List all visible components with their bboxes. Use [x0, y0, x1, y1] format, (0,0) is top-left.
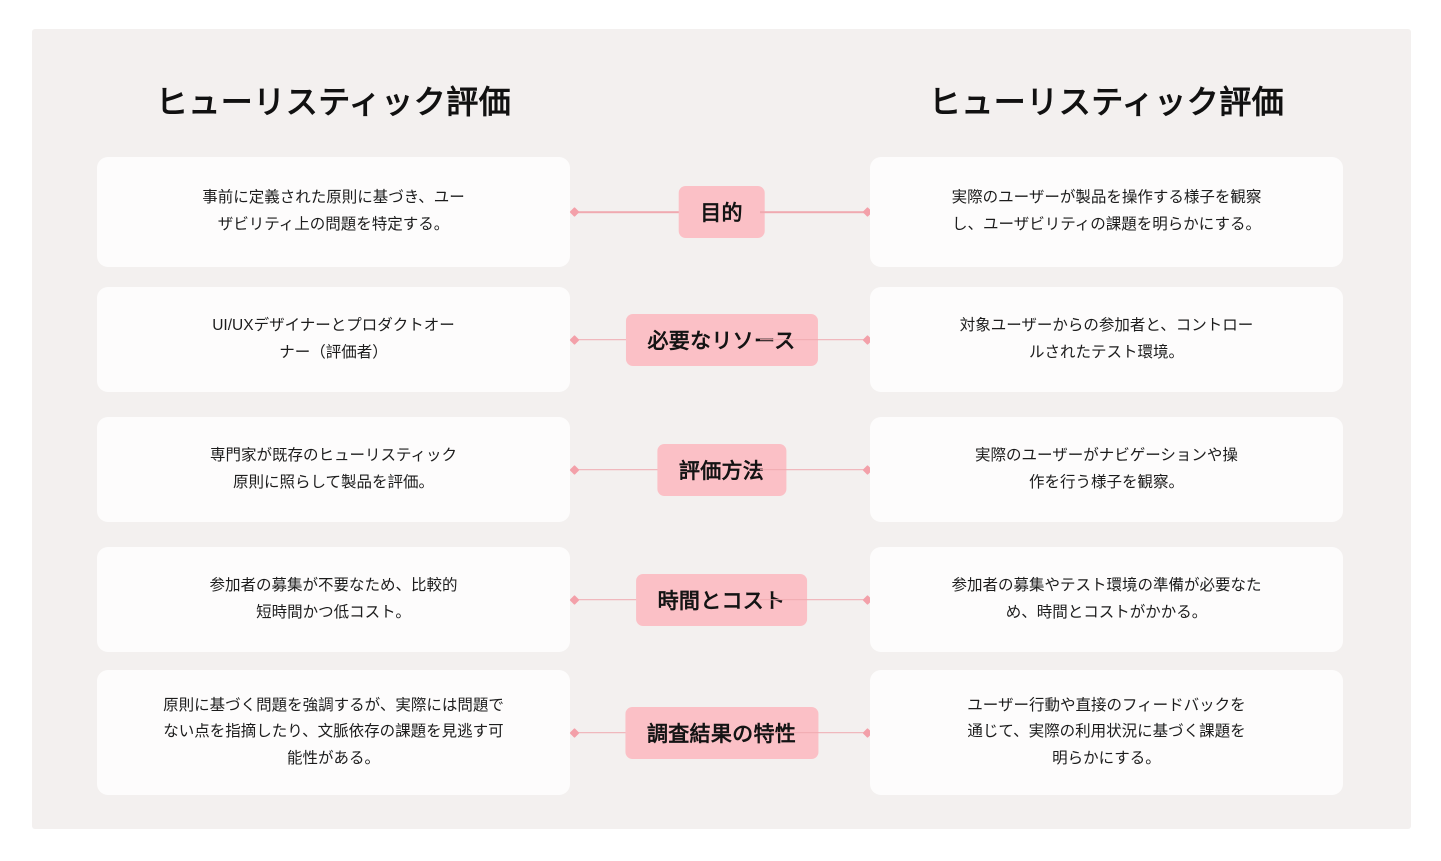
comparison-row: 専門家が既存のヒューリスティック 原則に照らして製品を評価。 評価方法 実際のユ… [32, 417, 1411, 522]
connector-endpoint-left-icon [569, 594, 580, 605]
card-left-text: UI/UXデザイナーとプロダクトオー ナー（評価者） [212, 316, 455, 361]
comparison-row: 参加者の募集が不要なため、比較的 短時間かつ低コスト。 時間とコスト 参加者の募… [32, 547, 1411, 652]
connector-endpoint-left-icon [569, 334, 580, 345]
card-right-text: 実際のユーザーが製品を操作する様子を観察 し、ユーザビリティの課題を明らかにする… [951, 189, 1262, 233]
connector-endpoint-left-icon [569, 727, 580, 738]
card-left-text: 原則に基づく問題を強調するが、実際には問題で ない点を指摘したり、文脈依存の課題… [163, 696, 504, 767]
card-right-text: 対象ユーザーからの参加者と、コントロー ルされたテスト環境。 [959, 316, 1254, 361]
center-label-text: 評価方法 [678, 459, 765, 483]
card-left-text: 事前に定義された原則に基づき、ユー ザビリティ上の問題を特定する。 [202, 189, 465, 233]
card-right: 実際のユーザーが製品を操作する様子を観察 し、ユーザビリティの課題を明らかにする… [870, 157, 1343, 267]
card-right-text: ユーザー行動や直接のフィードバックを 通じて、実際の利用状況に基づく課題を 明ら… [967, 696, 1246, 767]
card-right: 参加者の募集やテスト環境の準備が必要なた め、時間とコストがかかる。 [870, 547, 1343, 652]
card-right: 対象ユーザーからの参加者と、コントロー ルされたテスト環境。 [870, 287, 1343, 392]
connector-endpoint-left-icon [569, 464, 580, 475]
card-right-text: 参加者の募集やテスト環境の準備が必要なた め、時間とコストがかかる。 [951, 576, 1262, 621]
comparison-row: 原則に基づく問題を強調するが、実際には問題で ない点を指摘したり、文脈依存の課題… [32, 670, 1411, 795]
headings-row: ヒューリスティック評価 ヒューリスティック評価 [32, 29, 1411, 155]
connector-line-left [573, 598, 683, 601]
card-left-text: 専門家が既存のヒューリスティック 原則に照らして製品を評価。 [209, 446, 458, 491]
center-label-text: 調査結果の特性 [646, 722, 797, 746]
connector-line-right [760, 338, 870, 341]
card-left: UI/UXデザイナーとプロダクトオー ナー（評価者） [97, 287, 570, 392]
center-label-pill: 目的 [678, 186, 765, 238]
connector-line-right [760, 598, 870, 601]
comparison-row: UI/UXデザイナーとプロダクトオー ナー（評価者） 必要なリソース 対象ユーザ… [32, 287, 1411, 392]
comparison-row: 事前に定義された原則に基づき、ユー ザビリティ上の問題を特定する。 目的 実際の… [32, 157, 1411, 267]
card-right-text: 実際のユーザーがナビゲーションや操 作を行う様子を観察。 [975, 446, 1238, 491]
diagram-canvas: ヒューリスティック評価 ヒューリスティック評価 事前に定義された原則に基づき、ユ… [32, 29, 1411, 829]
center-label-text: 目的 [700, 202, 743, 225]
card-left-text: 参加者の募集が不要なため、比較的 短時間かつ低コスト。 [209, 576, 458, 621]
connector-line-right [760, 731, 870, 734]
card-left: 参加者の募集が不要なため、比較的 短時間かつ低コスト。 [97, 547, 570, 652]
heading-left: ヒューリスティック評価 [155, 84, 512, 120]
heading-right: ヒューリスティック評価 [928, 84, 1285, 120]
card-right: ユーザー行動や直接のフィードバックを 通じて、実際の利用状況に基づく課題を 明ら… [870, 670, 1343, 795]
card-right: 実際のユーザーがナビゲーションや操 作を行う様子を観察。 [870, 417, 1343, 522]
card-left: 事前に定義された原則に基づき、ユー ザビリティ上の問題を特定する。 [97, 157, 570, 267]
connector-line-right [760, 468, 870, 471]
connector-line-left [573, 468, 683, 471]
center-label-text: 時間とコスト [657, 589, 786, 613]
connector-endpoint-left-icon [569, 207, 580, 217]
card-left: 原則に基づく問題を強調するが、実際には問題で ない点を指摘したり、文脈依存の課題… [97, 670, 570, 795]
center-label-text: 必要なリソース [647, 329, 796, 353]
connector-line-right [760, 211, 870, 213]
card-left: 専門家が既存のヒューリスティック 原則に照らして製品を評価。 [97, 417, 570, 522]
connector-line-left [573, 211, 683, 213]
